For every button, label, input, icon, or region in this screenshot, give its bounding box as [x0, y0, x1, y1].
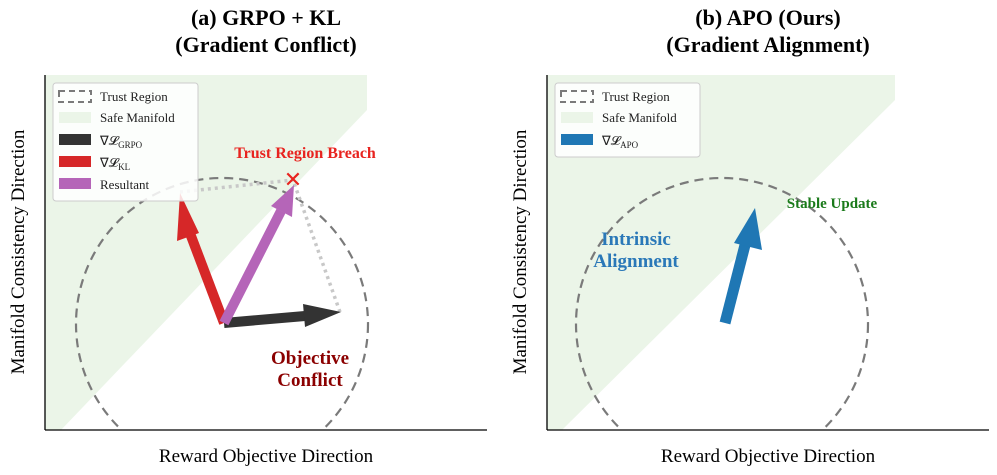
panel-a-title-line2: (Gradient Conflict) [175, 32, 356, 57]
panel-a-trust-region [74, 176, 370, 430]
legend-a-kl-label: ∇𝓛KL [99, 155, 130, 172]
legend-b-safe-manifold-swatch [561, 112, 593, 123]
panel-a-kl-arrow [177, 193, 229, 325]
panel-a-legend: Trust Region Safe Manifold ∇𝓛GRPO ∇𝓛KL R… [52, 82, 199, 202]
legend-a-kl-swatch [59, 156, 91, 167]
panel-a-breach-label: Trust Region Breach [234, 145, 376, 162]
legend-b-trust-region-label: Trust Region [602, 89, 670, 104]
panel-a: (a) GRPO + KL (Gradient Conflict) [8, 5, 487, 467]
legend-a-trust-region-label: Trust Region [100, 89, 168, 104]
panel-b-title-line2: (Gradient Alignment) [666, 32, 870, 57]
panel-b-y-axis-label: Manifold Consistency Direction [510, 129, 531, 374]
legend-a-resultant-swatch [59, 178, 91, 189]
panel-a-conflict-label-line1: Objective [271, 348, 349, 369]
panel-b-safe-manifold [547, 75, 895, 430]
legend-b-safe-manifold-label: Safe Manifold [602, 110, 677, 125]
panel-a-conflict-label-line2: Conflict [277, 370, 343, 391]
legend-a-safe-manifold-label: Safe Manifold [100, 110, 175, 125]
legend-a-trust-region-swatch [58, 90, 92, 103]
legend-a-grpo-swatch [59, 134, 91, 145]
panel-b-x-axis-label: Reward Objective Direction [661, 446, 876, 467]
panel-a-title-line1: (a) GRPO + KL [191, 5, 341, 30]
legend-b-trust-region-swatch [560, 90, 594, 103]
panel-b-alignment-label-line2: Alignment [593, 251, 679, 272]
panel-a-y-axis-label: Manifold Consistency Direction [8, 129, 29, 374]
legend-a-grpo-label: ∇𝓛GRPO [99, 133, 143, 150]
panel-a-x-axis-label: Reward Objective Direction [159, 446, 374, 467]
panel-a-construction-line-right [291, 179, 342, 313]
panel-b-legend: Trust Region Safe Manifold ∇𝓛APO [554, 82, 701, 158]
panel-a-grpo-arrow [223, 304, 341, 328]
panel-b: (b) APO (Ours) (Gradient Alignment) Intr… [510, 5, 989, 467]
panel-a-resultant-arrow [219, 185, 294, 326]
panel-b-trust-region [574, 176, 870, 430]
legend-a-safe-manifold-swatch [59, 112, 91, 123]
legend-a-resultant-label: Resultant [100, 177, 149, 192]
panel-a-breach-marker-icon: ✕ [284, 168, 302, 193]
panel-b-apo-arrow [719, 208, 762, 325]
panel-b-plot-area [547, 75, 895, 430]
legend-b-apo-swatch [561, 134, 593, 145]
panel-a-construction-line-top [179, 178, 294, 194]
panel-b-title-line1: (b) APO (Ours) [695, 5, 840, 30]
panel-b-stable-label: Stable Update [787, 196, 878, 212]
legend-b-apo-label: ∇𝓛APO [601, 133, 639, 150]
panel-b-alignment-label-line1: Intrinsic [601, 229, 671, 250]
